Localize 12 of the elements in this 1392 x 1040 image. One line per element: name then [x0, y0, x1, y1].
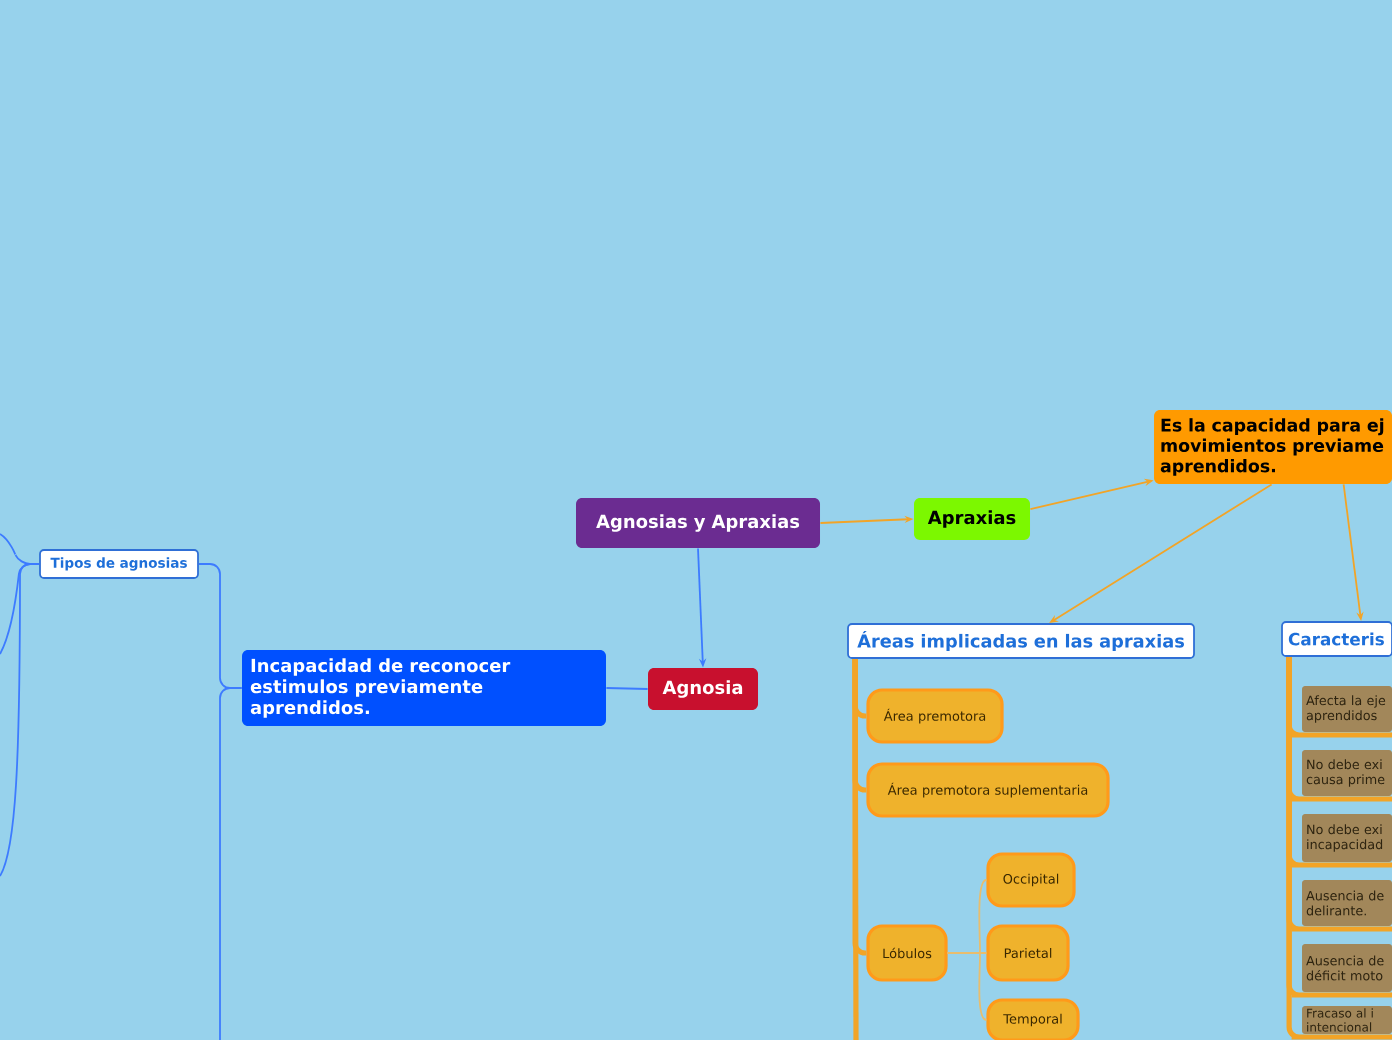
heading-box: Caracteris	[1281, 621, 1392, 657]
topic-box: Agnosias y Apraxias	[576, 498, 820, 548]
connector-line	[946, 879, 988, 1021]
connector-line	[852, 658, 868, 1040]
topic-box: Es la capacidad para ej movimientos previame aprendidos.	[1154, 410, 1392, 484]
heading-box: Áreas implicadas en las apraxias	[847, 623, 1195, 659]
topic-box: Agnosia	[648, 668, 758, 710]
topic-box: Apraxias	[914, 498, 1030, 540]
topic-box: Incapacidad de reconocer estimulos previamente aprendidos.	[242, 650, 606, 726]
connector-line	[1286, 656, 1392, 1040]
connector-line	[0, 563, 40, 877]
connector-line	[605, 687, 649, 690]
